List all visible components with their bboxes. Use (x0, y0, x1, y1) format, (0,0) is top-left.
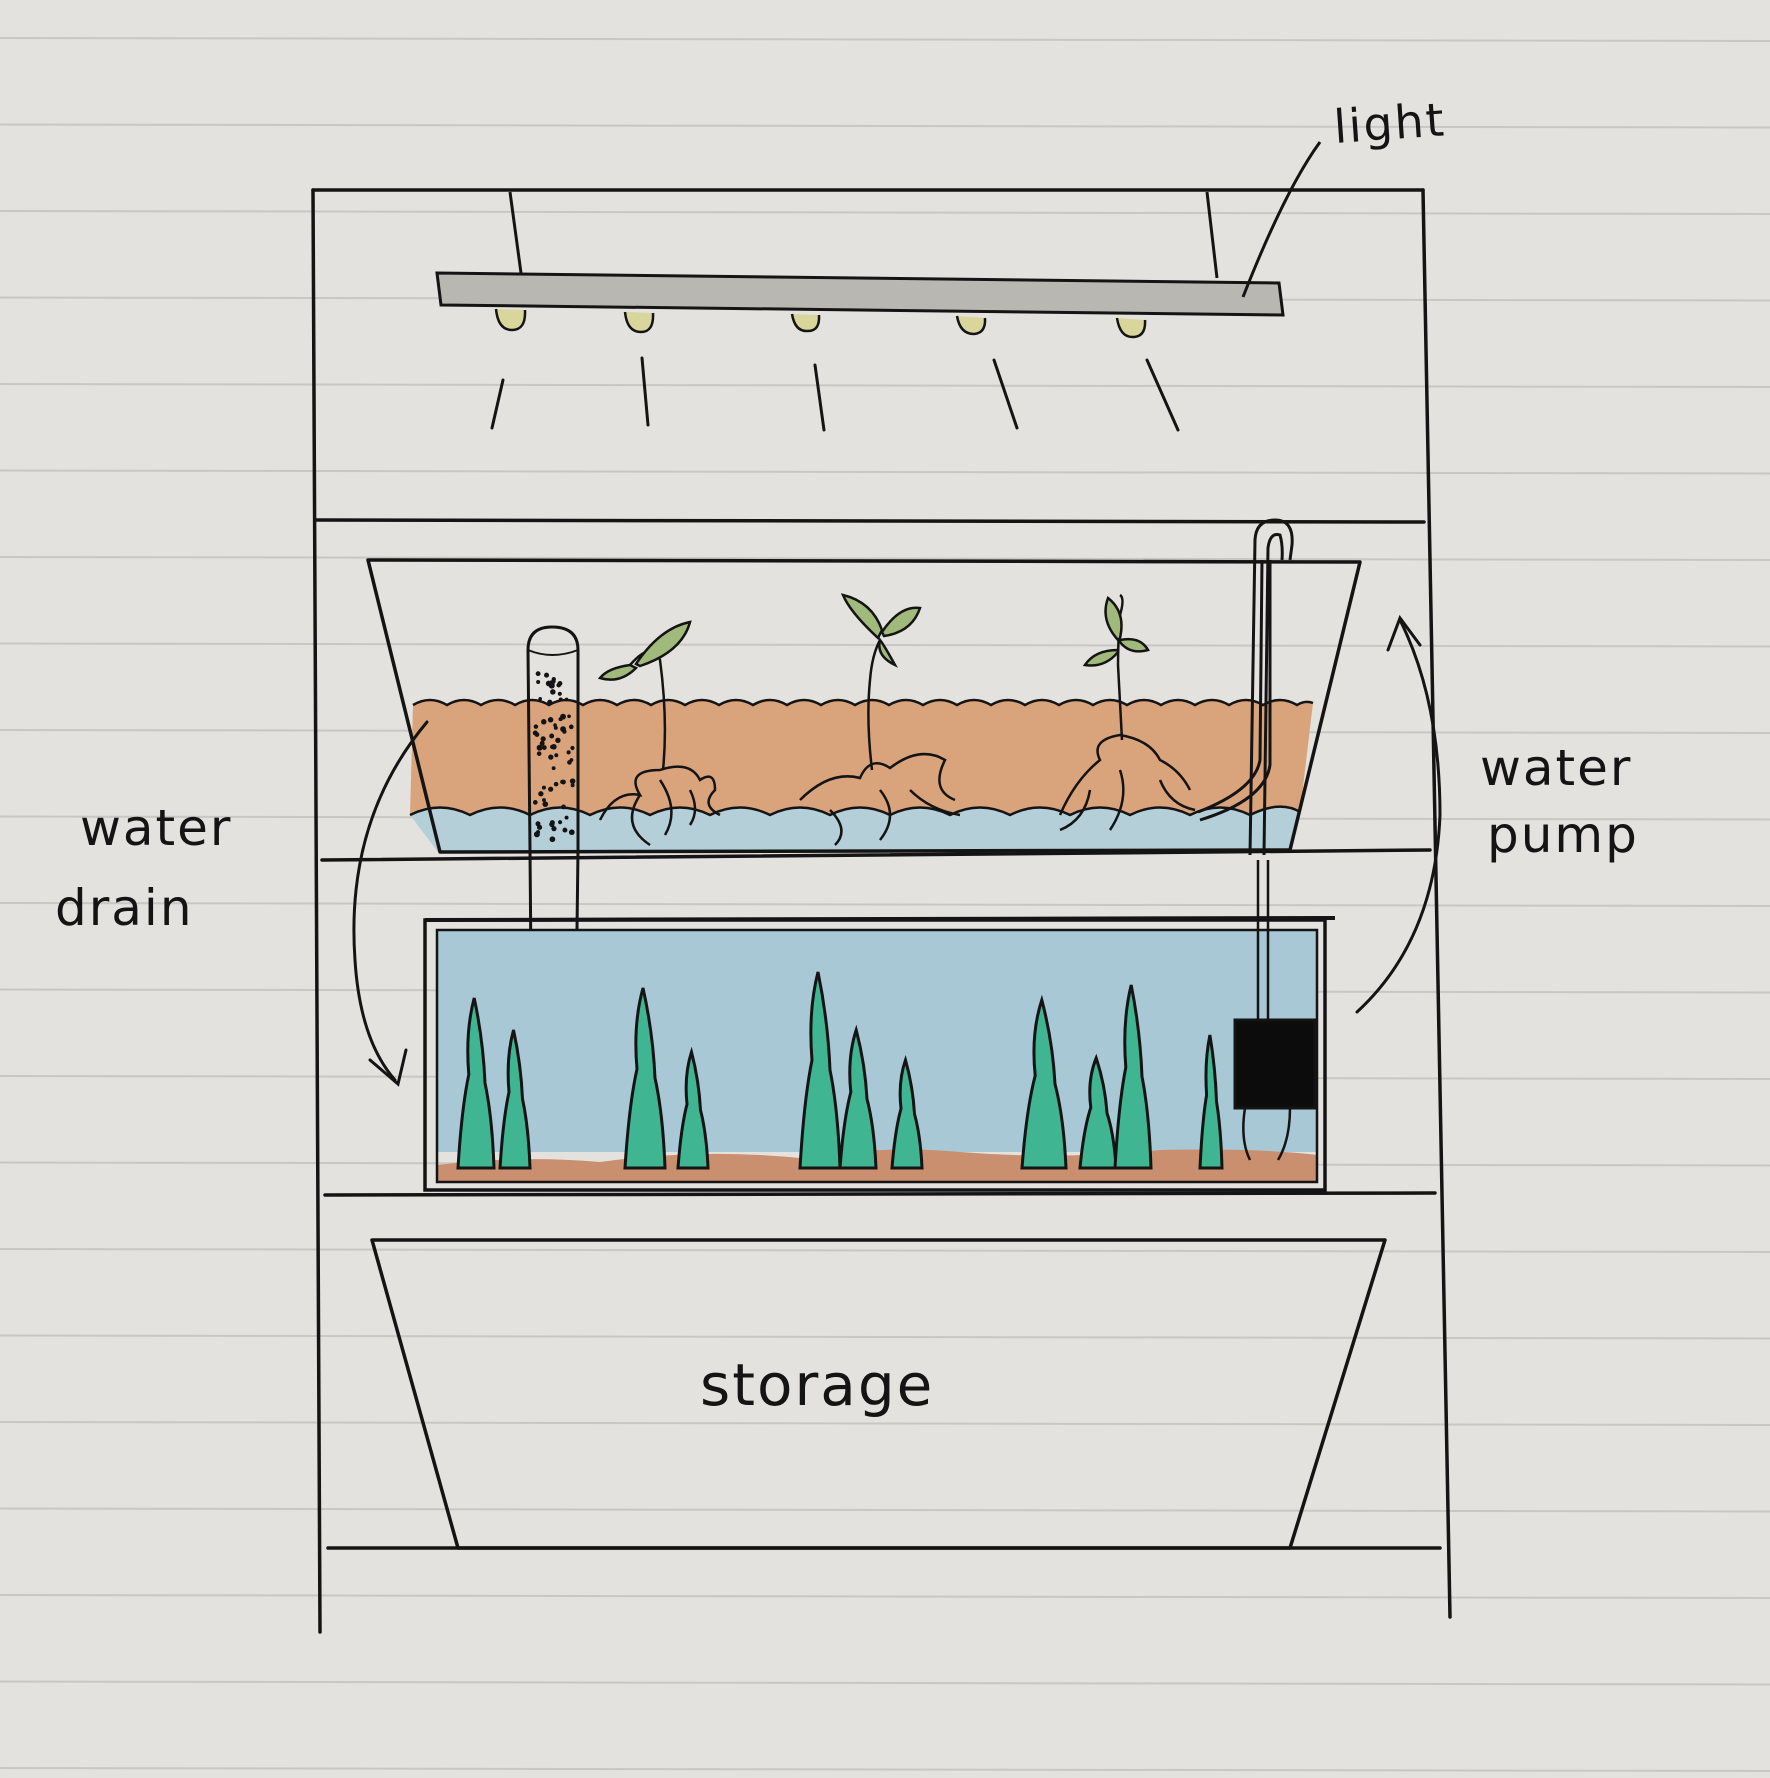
ruled-line (0, 211, 1770, 214)
shelf-3 (325, 1193, 1435, 1195)
drain-hole (536, 680, 540, 684)
drain-hole (548, 717, 553, 722)
drain-hole (558, 692, 562, 696)
drain-hole (567, 714, 571, 718)
drain-hole (541, 719, 546, 724)
ruled-line (0, 1768, 1770, 1771)
drain-hole (537, 825, 542, 830)
drain-hole (542, 801, 548, 807)
drain-hole (538, 791, 543, 796)
drain-hole (540, 741, 545, 746)
drain-hole (569, 829, 575, 835)
storage-label: storage (700, 1351, 934, 1419)
drain-hole (533, 800, 538, 805)
drain-hole (541, 736, 546, 741)
grow-bed-soil (410, 700, 1313, 815)
drain-hole (542, 745, 547, 750)
drain-hole (567, 750, 571, 754)
pump-arrow (1357, 618, 1440, 1012)
drain-hole (560, 726, 566, 732)
water-pump-label-line2: pump (1487, 806, 1639, 864)
drain-hole (550, 689, 556, 695)
ruled-line (0, 1509, 1770, 1512)
light-label: light (1332, 92, 1447, 154)
drain-hole (549, 734, 554, 739)
water-pump-label-line1: water (1480, 739, 1632, 797)
drain-hole (548, 787, 553, 792)
drain-hole (542, 786, 546, 790)
ruled-line (0, 1249, 1770, 1252)
seedling-icon (600, 665, 636, 680)
drain-hole (550, 836, 556, 842)
drain-hole (544, 673, 549, 678)
drain-hole (553, 723, 557, 727)
drain-hole (536, 671, 541, 676)
drain-hole (560, 780, 564, 784)
drain-hole (571, 783, 575, 787)
tank-lid (425, 918, 1335, 920)
drain-hole (549, 822, 554, 827)
light-leader-line (1243, 142, 1320, 297)
drain-hole (550, 745, 554, 749)
storage-bin: storage (372, 1240, 1385, 1548)
frame-right-post (1423, 190, 1450, 1617)
drain-hole (538, 697, 542, 701)
drain-hole (555, 738, 560, 743)
drain-hole (560, 714, 566, 720)
light-bar (437, 273, 1283, 315)
ruled-line (0, 1682, 1770, 1685)
drain-hole (570, 778, 576, 784)
drain-hole (552, 766, 556, 770)
pump-icon (1235, 1020, 1315, 1108)
ruled-line (0, 471, 1770, 474)
drain-hole (534, 724, 538, 728)
drain-hole (570, 758, 574, 762)
drain-hole (549, 680, 555, 686)
seedling-icon (843, 595, 882, 638)
drain-hole (556, 683, 561, 688)
tank-water (437, 930, 1317, 1152)
grow-light: light (437, 92, 1447, 430)
drain-hole (548, 754, 553, 759)
drain-hole (565, 816, 569, 820)
frame-left-post (313, 190, 320, 1632)
drain-hole (547, 700, 552, 705)
grow-bed-water (410, 807, 1300, 852)
light-hanger-left (510, 192, 521, 273)
ruled-line (0, 384, 1770, 387)
ruled-line (0, 125, 1770, 128)
drain-hole (536, 830, 540, 834)
drain-hole (558, 820, 562, 824)
ruled-line (0, 1595, 1770, 1598)
drain-hole (554, 782, 559, 787)
drain-hole (561, 805, 566, 810)
fish-tank (425, 860, 1335, 1190)
drain-hole (570, 746, 574, 750)
light-hanger-right (1207, 192, 1217, 278)
drain-hole (565, 698, 569, 702)
drain-hole (569, 725, 574, 730)
drain-hole (554, 753, 558, 757)
ruled-line (0, 1422, 1770, 1425)
ruled-line (0, 903, 1770, 906)
drain-hole (562, 828, 567, 833)
seedling-icon (1106, 598, 1122, 640)
water-drain-label-line1: water (80, 799, 232, 857)
drain-hole (559, 697, 563, 701)
water-drain-label-line2: drain (55, 879, 194, 937)
light-rays (492, 358, 1178, 430)
shelf-1 (317, 520, 1424, 522)
drain-hole (537, 751, 542, 756)
ruled-line (0, 38, 1770, 41)
ruled-line (0, 1336, 1770, 1339)
drain-hole (535, 732, 540, 737)
